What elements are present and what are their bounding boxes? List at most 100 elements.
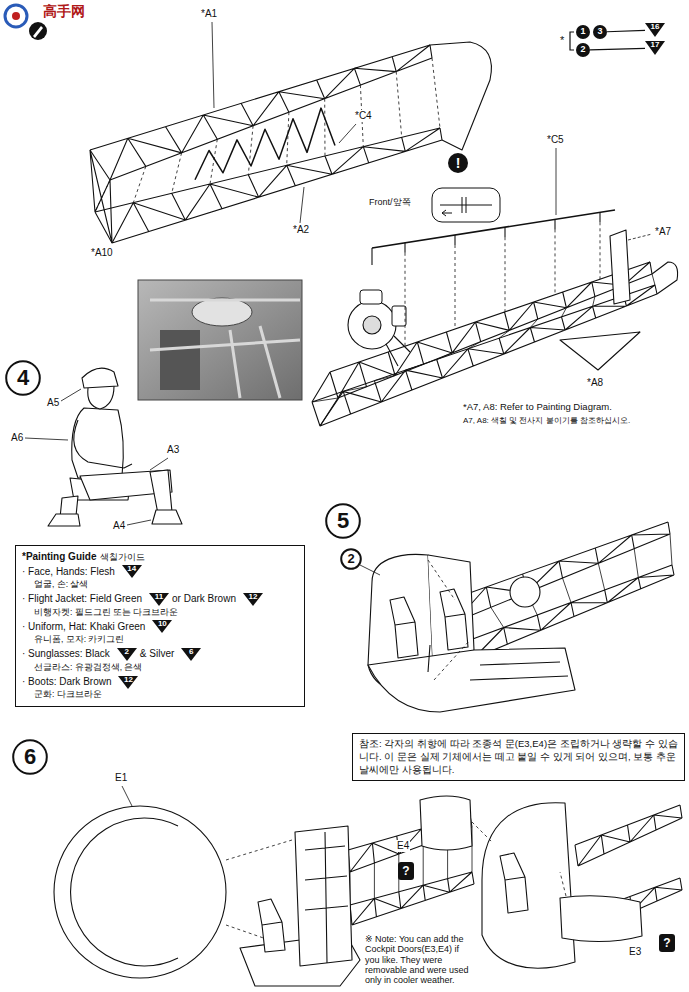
note-text: & Silver (140, 648, 174, 659)
part-number: A5 (46, 397, 60, 409)
note-text: · Face, Hands: Flesh (22, 566, 115, 577)
guide-row: · Face, Hands: Flesh 14 (22, 565, 298, 580)
orientation-note: Front/앞쪽 (368, 197, 412, 207)
circle-fill (576, 25, 590, 39)
strut (554, 219, 555, 229)
node-text: 2 (347, 552, 354, 566)
photo-tank (192, 298, 252, 326)
strut (404, 243, 405, 253)
paint-number: 2 (117, 648, 137, 661)
bulkhead (305, 832, 348, 963)
cowl-dome (54, 806, 226, 978)
leader-line (25, 389, 168, 525)
step-number: 4 (5, 360, 41, 396)
note-text: *Painting Guide (22, 551, 96, 562)
cockpit-door (420, 796, 472, 850)
assembly-note: ※ Note: You can add the Cockpit Doors(E3… (364, 934, 474, 986)
note-text: 유니폼, 모자: 카키그린 (34, 634, 124, 644)
leader-line (122, 786, 132, 806)
guide-row: 군화: 다크브라운 (22, 689, 298, 700)
node-text: 17 (651, 41, 660, 49)
step-number: 5 (325, 503, 361, 539)
paint-number: 12 (243, 593, 263, 606)
triangle-fill (149, 593, 169, 606)
assembly-guide (226, 840, 298, 950)
guide-row: · Sunglasses: Black 2 & Silver 6 (22, 647, 298, 662)
part-number: E4 (396, 840, 410, 852)
circle-fill (576, 43, 590, 57)
part-number: A3 (166, 444, 180, 456)
node-text: 5 (337, 509, 349, 532)
photo-tubes (150, 300, 300, 398)
node-text: 10 (158, 620, 167, 628)
node-text: 6 (24, 745, 36, 768)
cross-member (312, 274, 655, 402)
painting-note: A7, A8: 색칠 및 전사지 붙이기를 참조하십시오. (462, 416, 686, 425)
note-text: · Sunglasses: Black (22, 648, 110, 659)
guide-row: *Painting Guide색칠가이드 (22, 550, 298, 565)
square-fill (659, 934, 675, 952)
triangle-fill (645, 23, 665, 37)
triangle-fill (645, 41, 665, 55)
strut (504, 227, 505, 237)
fin-part (560, 332, 640, 370)
node-text: 16 (651, 23, 660, 31)
logo-dot (12, 12, 20, 20)
cowl-dome (71, 818, 178, 966)
node-text: ? (663, 937, 670, 950)
assembly-guide (505, 237, 506, 312)
node-text: 14 (127, 565, 136, 573)
pilot-figure (74, 420, 132, 468)
note-box: 참조: 각자의 취향에 따라 조종석 문(E3,E4)은 조립하거나 생략할 수… (352, 733, 685, 781)
assembly-guide (555, 229, 556, 294)
part-number: *A2 (292, 224, 310, 236)
note-text: or Dark Brown (172, 593, 236, 604)
paint-number: 10 (152, 620, 172, 633)
note-text: · Boots: Dark Brown (22, 676, 111, 687)
leader-line (360, 565, 380, 575)
circle-outline (6, 361, 40, 395)
engine-mount (386, 336, 410, 366)
step-number: 6 (12, 739, 48, 775)
paint-number: 16 (645, 23, 665, 37)
triangle-fill (118, 676, 138, 689)
triangle-fill (122, 565, 142, 578)
part-number: A6 (10, 432, 24, 444)
note-text: · Uniform, Hat: Khaki Green (22, 621, 145, 632)
pencil-symbol (33, 26, 43, 38)
guide-row: 얼굴, 손: 살색 (22, 579, 298, 590)
pilot-figure (150, 470, 172, 514)
circle-fill (448, 153, 468, 173)
pilot-figure (82, 368, 118, 388)
square-fill (398, 862, 414, 880)
note-text: 선글라스: 유광검정색, 은색 (34, 662, 142, 672)
paint-number: 14 (122, 565, 142, 578)
seat (390, 597, 418, 658)
note-text: · Flight Jacket: Field Green (22, 593, 142, 604)
guide-row: · Boots: Dark Brown 12 (22, 675, 298, 690)
tool-icon (29, 22, 47, 40)
node-text: 1 (580, 27, 585, 36)
leader-line (556, 148, 557, 215)
part-number: *C5 (546, 134, 565, 146)
paint-number: 6 (181, 648, 201, 661)
guide-row: 유니폼, 모자: 카키그린 (22, 634, 298, 645)
side-frame (95, 128, 442, 243)
part-number: *C4 (354, 110, 373, 122)
cross-member (95, 58, 440, 212)
fuselage-frame (470, 565, 674, 658)
strut (599, 212, 600, 222)
caution-icon: ! (448, 153, 468, 173)
node-text: ! (456, 156, 461, 171)
part-number: A4 (112, 520, 126, 532)
front-frame (90, 150, 112, 243)
cockpit-door (560, 896, 642, 942)
orientation-sketch (440, 197, 492, 216)
optional-icon: ? (659, 934, 675, 952)
node-text: 2 (125, 648, 129, 656)
bracket (570, 32, 574, 50)
leader-line (300, 187, 304, 223)
node-text: 12 (124, 676, 133, 684)
pilot-figure (152, 510, 182, 524)
rotary-engine (510, 577, 540, 607)
